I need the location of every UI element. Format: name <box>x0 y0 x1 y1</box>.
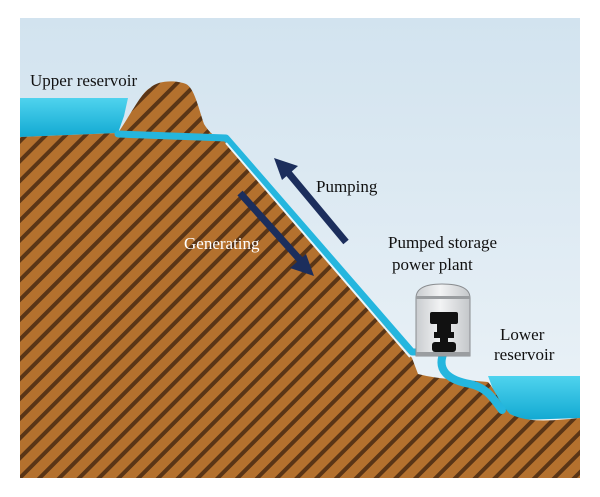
tailrace-pipe <box>437 348 506 414</box>
lower-reservoir-water <box>488 376 580 420</box>
mountain-earth <box>20 81 580 478</box>
pumping-arrow-icon <box>274 158 349 245</box>
lower-reservoir-label-line1: Lower <box>500 325 545 344</box>
upper-reservoir-label: Upper reservoir <box>30 71 137 90</box>
plant-label-line2: power plant <box>392 255 473 274</box>
penstock-highlight <box>225 142 411 358</box>
generating-label: Generating <box>184 234 260 253</box>
plant-label-line1: Pumped storage <box>388 233 497 252</box>
upper-reservoir-water <box>20 98 128 137</box>
turbine-icon <box>430 312 458 352</box>
generating-arrow-icon <box>237 190 314 276</box>
lower-reservoir-label-line2: reservoir <box>494 345 555 364</box>
pumping-label: Pumping <box>316 177 378 196</box>
